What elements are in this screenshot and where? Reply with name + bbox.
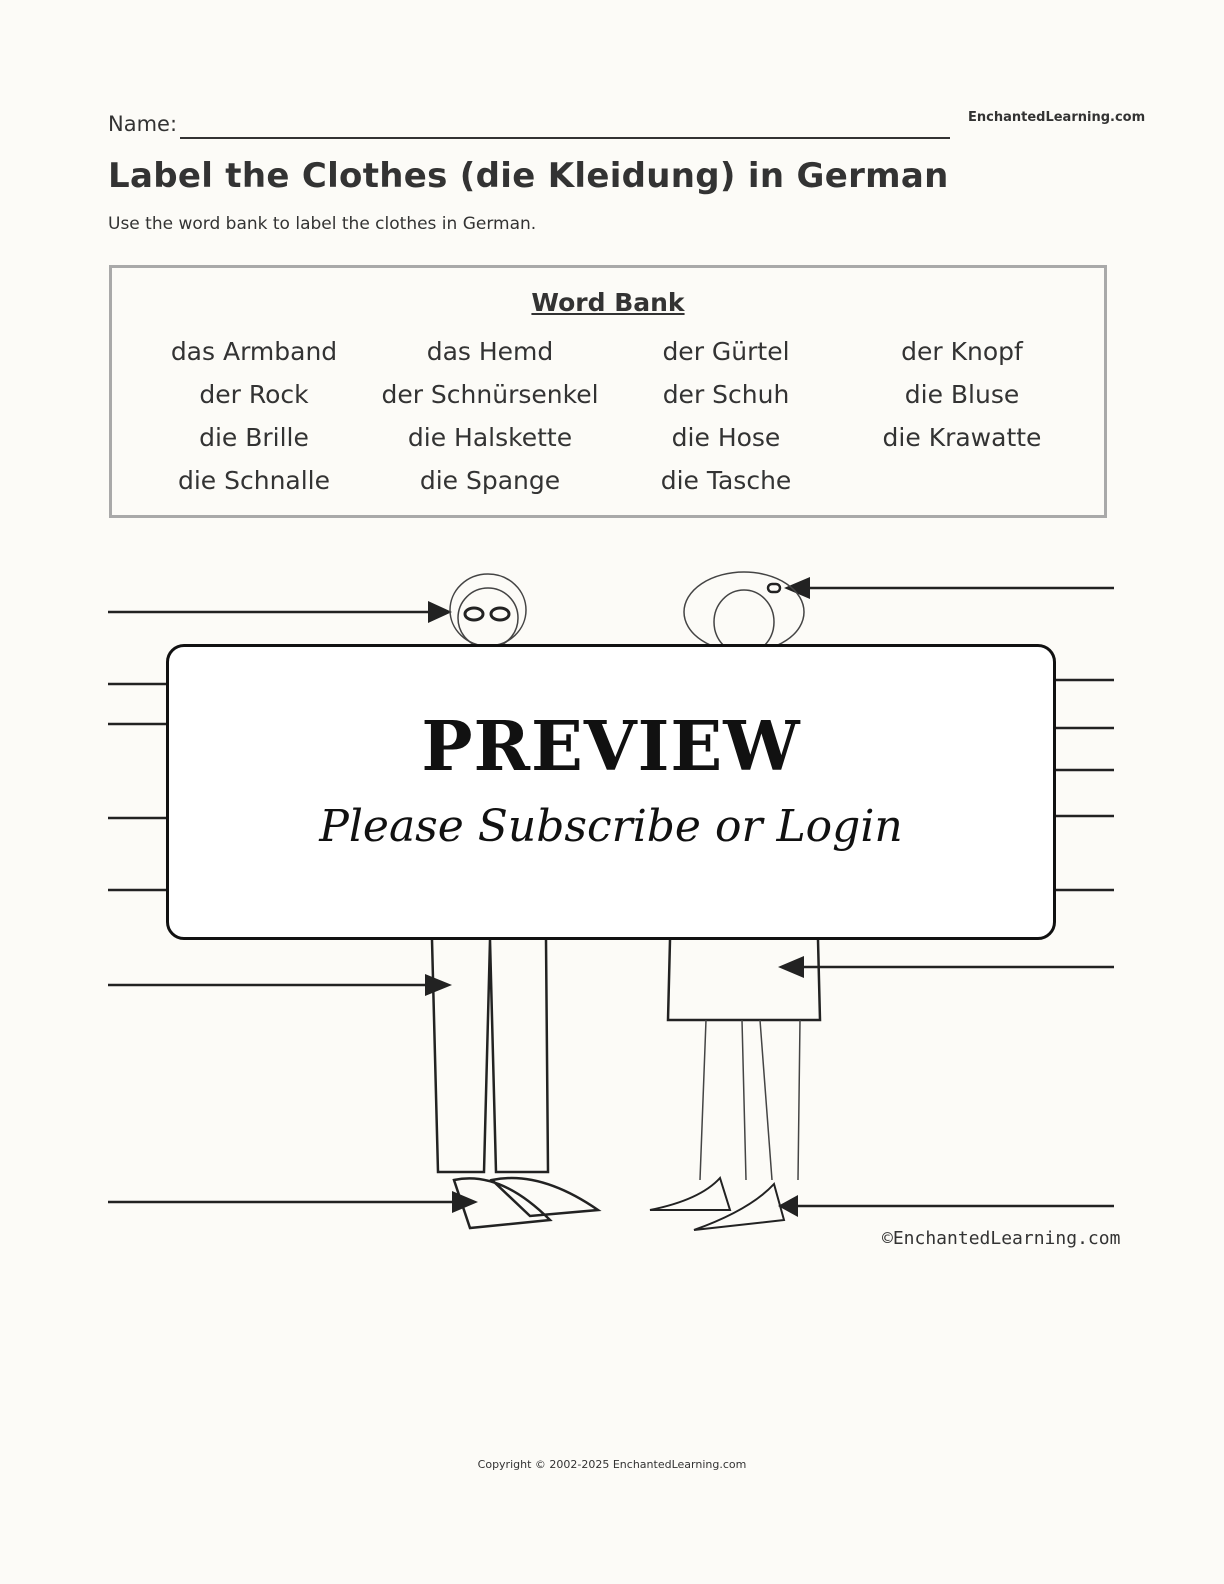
name-label: Name: [108, 112, 178, 136]
instructions: Use the word bank to label the clothes i… [108, 214, 537, 234]
arrow-icon [778, 956, 804, 978]
word-bank-word: der Knopf [901, 337, 1023, 366]
man-hair [449, 573, 527, 647]
word-bank-word: die Brille [199, 423, 309, 452]
man-shoes [452, 1176, 602, 1230]
preview-subscribe-link[interactable]: Please Subscribe or Login [319, 801, 903, 852]
illustration-credit: ©EnchantedLearning.com [882, 1228, 1121, 1249]
arrow-icon [778, 1195, 798, 1217]
site-logo[interactable]: EnchantedLearning.com [968, 110, 1146, 125]
word-bank-word: der Schnürsenkel [381, 380, 599, 409]
word-bank-word: die Halskette [407, 423, 573, 452]
word-bank-word: das Armband [170, 337, 338, 366]
word-bank-word: der Schuh [662, 380, 790, 409]
word-bank-word: die Bluse [904, 380, 1020, 409]
footer-copyright: Copyright © 2002-2025 EnchantedLearning.… [477, 1458, 747, 1471]
word-bank-word: der Gürtel [662, 337, 790, 366]
preview-overlay[interactable]: PREVIEW Please Subscribe or Login [166, 644, 1056, 940]
name-line[interactable] [180, 137, 950, 139]
word-bank-word: die Spange [419, 466, 561, 495]
arrow-icon [425, 974, 452, 996]
word-bank-word: die Schnalle [177, 466, 331, 495]
glasses-icon [463, 606, 511, 622]
word-bank-word [844, 459, 1080, 502]
word-bank-word: die Hose [671, 423, 781, 452]
woman-skirt [666, 939, 822, 1022]
man-trousers [430, 939, 550, 1174]
preview-title: PREVIEW [421, 707, 801, 787]
woman-hair [683, 571, 805, 653]
page-title: Label the Clothes (die Kleidung) in Germ… [108, 156, 949, 196]
word-bank: Word Bank das Armband das Hemd der Gürte… [109, 265, 1107, 518]
word-bank-word: das Hemd [426, 337, 554, 366]
word-bank-word: die Krawatte [882, 423, 1042, 452]
arrow-icon [428, 601, 452, 623]
word-bank-word: der Rock [199, 380, 309, 409]
word-bank-title: Word Bank [531, 288, 685, 317]
word-bank-word: die Tasche [660, 466, 792, 495]
woman-legs [699, 1019, 801, 1181]
woman-shoes [649, 1176, 786, 1231]
arrow-icon [784, 577, 810, 599]
hair-clip-icon [766, 582, 782, 594]
word-bank-grid: das Armband das Hemd der Gürtel der Knop… [112, 330, 1104, 502]
label-lines [108, 586, 1114, 1208]
clothes-illustration [108, 571, 1114, 1231]
